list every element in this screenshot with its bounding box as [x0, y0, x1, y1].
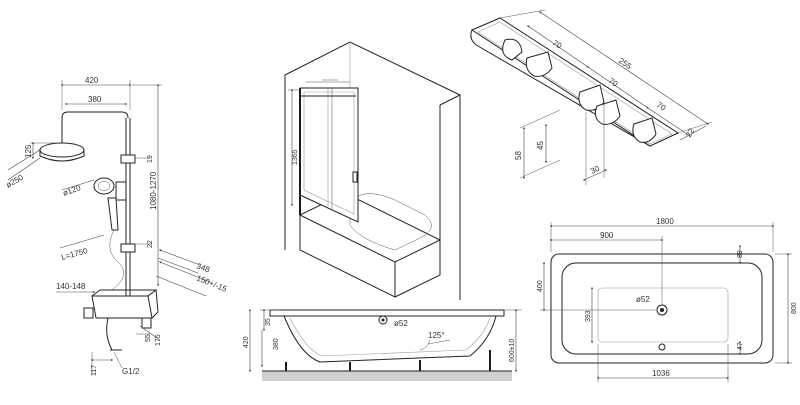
bathtub-basin: [349, 193, 432, 251]
shower-label-2: 125: [24, 144, 33, 158]
bath-top-label-1: 900: [600, 231, 614, 240]
shower-label-8: L=1750: [60, 246, 89, 262]
shower-arm: [61, 111, 129, 130]
shower-label-7: 22: [147, 240, 154, 248]
hand-shower-head: [93, 177, 115, 195]
shower-hose: [109, 229, 124, 291]
bath-top-label-2: 89: [737, 250, 744, 258]
bathtub-top-view-drawing: 1800 900 89 400 ø52 393 800 47 1036: [537, 217, 798, 382]
pipe-bracket-bottom: [120, 243, 136, 253]
shower-label-5: 19: [147, 155, 154, 163]
shower-label-0: 420: [85, 76, 99, 85]
bath-top-label-3: 400: [537, 280, 544, 292]
shower-label-9: 348: [195, 261, 211, 274]
bathtub-side-rim: [269, 309, 505, 317]
hand-shower-handle: [107, 197, 119, 231]
screen-handle: [352, 171, 358, 183]
floor: [262, 371, 512, 381]
bath-side-label-4: 125°: [428, 331, 445, 340]
shower-label-15: G1/2: [122, 367, 140, 376]
shower-label-1: 380: [88, 95, 102, 104]
bathtub-side-profile: [283, 315, 497, 363]
towel-rack-drawing: 255 70 70 70 22 58 45 30: [470, 9, 713, 185]
slider-holder: [115, 181, 127, 201]
bathtub-front: [299, 215, 396, 298]
bathtub-floor: [597, 287, 729, 343]
bath-screen-drawing: 1365: [284, 41, 461, 300]
rain-shower-head: [39, 142, 85, 158]
bath-side-label-5: 600±10: [509, 339, 516, 362]
shower-label-10: 150+/-15: [195, 274, 228, 294]
shower-label-11: 140-148: [56, 282, 86, 291]
bath-top-label-6: 800: [791, 302, 798, 314]
shower-system-drawing: 420 380 125 ø250 ø120 19 1080-1270 22 L=…: [5, 76, 229, 376]
bathtub-side-view-drawing: ø52 125° 35 380 420 600±10: [243, 308, 522, 381]
rack-label-0: 255: [617, 56, 634, 71]
mixer-knob-left: [83, 307, 94, 319]
screen-label-0: 1365: [292, 149, 299, 165]
wall-corner: [284, 41, 461, 300]
rack-label-3: 70: [655, 100, 668, 113]
bath-top-label-5: 393: [585, 310, 592, 322]
bath-side-label-3: ø52: [394, 319, 408, 328]
bath-side-label-1: 380: [273, 338, 280, 350]
bottom-drain: [658, 343, 666, 351]
shower-label-6: 1080-1270: [149, 171, 158, 210]
bath-top-label-8: 1036: [652, 369, 670, 378]
side-overflow: [378, 315, 388, 325]
shower-label-13: 175: [155, 334, 162, 346]
bath-side-label-0: 35: [265, 318, 272, 326]
bath-top-label-7: 47: [737, 342, 744, 350]
inlet-pipe: [106, 317, 113, 351]
mixer-knob-right: [141, 317, 152, 329]
shower-label-3: ø250: [5, 173, 26, 190]
bath-side-label-2: 420: [243, 336, 250, 348]
shower-label-4: ø120: [62, 183, 83, 198]
thermostat-mixer-body: [91, 295, 153, 319]
rack-label-6: 45: [536, 141, 545, 150]
rack-label-7: 30: [589, 164, 601, 176]
rack-label-5: 58: [514, 151, 523, 160]
pipe-bracket-top: [120, 154, 136, 164]
hook-1: [502, 38, 523, 61]
shower-label-12: 55: [145, 334, 152, 342]
bath-top-label-4: ø52: [636, 295, 650, 304]
shower-label-14: 117: [91, 365, 98, 376]
bath-top-label-0: 1800: [656, 217, 674, 226]
